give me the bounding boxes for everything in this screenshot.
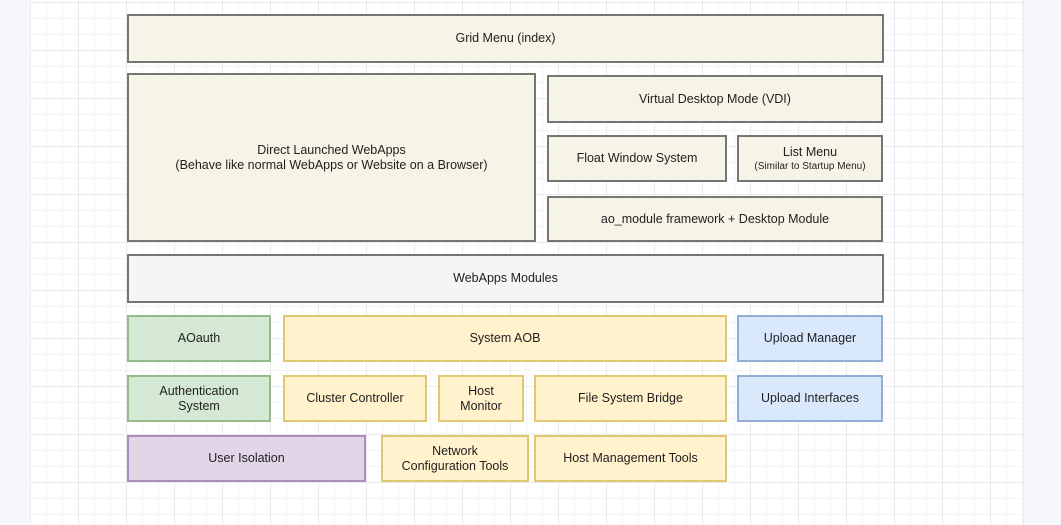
shape-sublabel: (Similar to Startup Menu) (754, 160, 865, 173)
shape-aoauth[interactable]: AOauth (127, 315, 271, 362)
shape-label-line2: System (178, 399, 220, 414)
shape-ao-module-framework[interactable]: ao_module framework + Desktop Module (547, 196, 883, 242)
shape-direct-launched-webapps[interactable]: Direct Launched WebApps (Behave like nor… (127, 73, 536, 242)
shape-label: WebApps Modules (453, 271, 558, 286)
shape-authentication-system[interactable]: Authentication System (127, 375, 271, 422)
shape-label: User Isolation (208, 451, 284, 466)
shape-label: Network (432, 444, 478, 459)
shape-label: System AOB (470, 331, 541, 346)
shape-label: Cluster Controller (306, 391, 403, 406)
shape-label: Upload Manager (764, 331, 856, 346)
shape-label-line2: Monitor (460, 399, 502, 414)
shape-label: Authentication (159, 384, 238, 399)
canvas-right-margin (1023, 0, 1061, 525)
shape-label: Host (468, 384, 494, 399)
shape-label: Float Window System (577, 151, 698, 166)
shape-user-isolation[interactable]: User Isolation (127, 435, 366, 482)
shape-host-monitor[interactable]: Host Monitor (438, 375, 524, 422)
shape-grid-menu[interactable]: Grid Menu (index) (127, 14, 884, 63)
shape-float-window-system[interactable]: Float Window System (547, 135, 727, 182)
shape-label: File System Bridge (578, 391, 683, 406)
shape-label: Grid Menu (index) (455, 31, 555, 46)
shape-label-line2: Configuration Tools (402, 459, 509, 474)
canvas-left-margin (0, 0, 31, 525)
shape-file-system-bridge[interactable]: File System Bridge (534, 375, 727, 422)
shape-webapps-modules[interactable]: WebApps Modules (127, 254, 884, 303)
shape-label: Host Management Tools (563, 451, 698, 466)
shape-host-management-tools[interactable]: Host Management Tools (534, 435, 727, 482)
shape-cluster-controller[interactable]: Cluster Controller (283, 375, 427, 422)
shape-upload-interfaces[interactable]: Upload Interfaces (737, 375, 883, 422)
shape-label: Direct Launched WebApps (257, 143, 405, 158)
shape-label: AOauth (178, 331, 220, 346)
shape-label: Virtual Desktop Mode (VDI) (639, 92, 791, 107)
shape-virtual-desktop-mode[interactable]: Virtual Desktop Mode (VDI) (547, 75, 883, 123)
shape-label: Upload Interfaces (761, 391, 859, 406)
shape-sublabel: (Behave like normal WebApps or Website o… (175, 158, 487, 173)
shape-label: List Menu (783, 145, 837, 160)
shape-list-menu[interactable]: List Menu (Similar to Startup Menu) (737, 135, 883, 182)
shape-system-aob[interactable]: System AOB (283, 315, 727, 362)
shape-label: ao_module framework + Desktop Module (601, 212, 829, 227)
shape-network-configuration-tools[interactable]: Network Configuration Tools (381, 435, 529, 482)
shape-upload-manager[interactable]: Upload Manager (737, 315, 883, 362)
